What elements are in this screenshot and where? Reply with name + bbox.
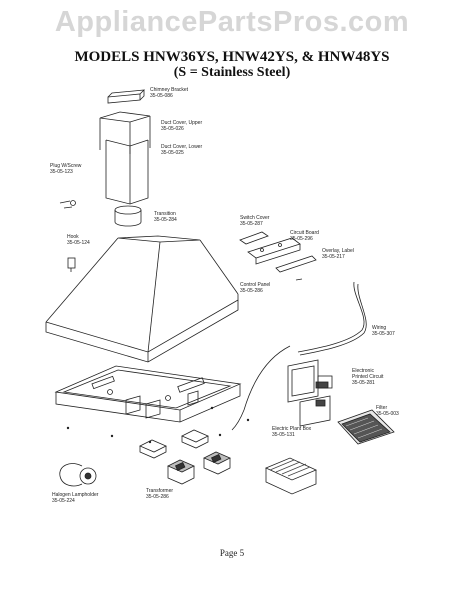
screw-markers [66,406,250,444]
transformer-drawing [167,459,195,485]
watermark-text: AppliancePartsPros.com [54,6,410,38]
lower-housing-drawing [54,365,242,423]
duct-cover-lower-drawing [105,139,149,205]
transition-drawing [114,205,142,227]
hook-drawing [67,257,76,272]
wiring-drawing [297,281,367,356]
page-title: MODELS HNW36YS, HNW42YS, & HNW48YS [74,49,390,65]
lamp-block-drawing [203,451,231,475]
hood-canopy-drawing [45,235,239,363]
plug-screw-drawing [59,200,76,209]
electric-plant-box-drawing [287,359,333,427]
grille-box-drawing [265,457,317,495]
cable-drawing [231,345,291,431]
page-subtitle: (S = Stainless Steel) [173,65,291,80]
control-module-drawing [239,231,317,281]
halogen-lampholder-drawing [59,463,97,487]
filter-drawing [337,409,395,445]
chimney-bracket-drawing [107,89,146,104]
duct-cover-upper-drawing [99,111,151,154]
page-number: Page 5 [219,548,245,558]
lamp-housings-drawing [139,429,209,459]
